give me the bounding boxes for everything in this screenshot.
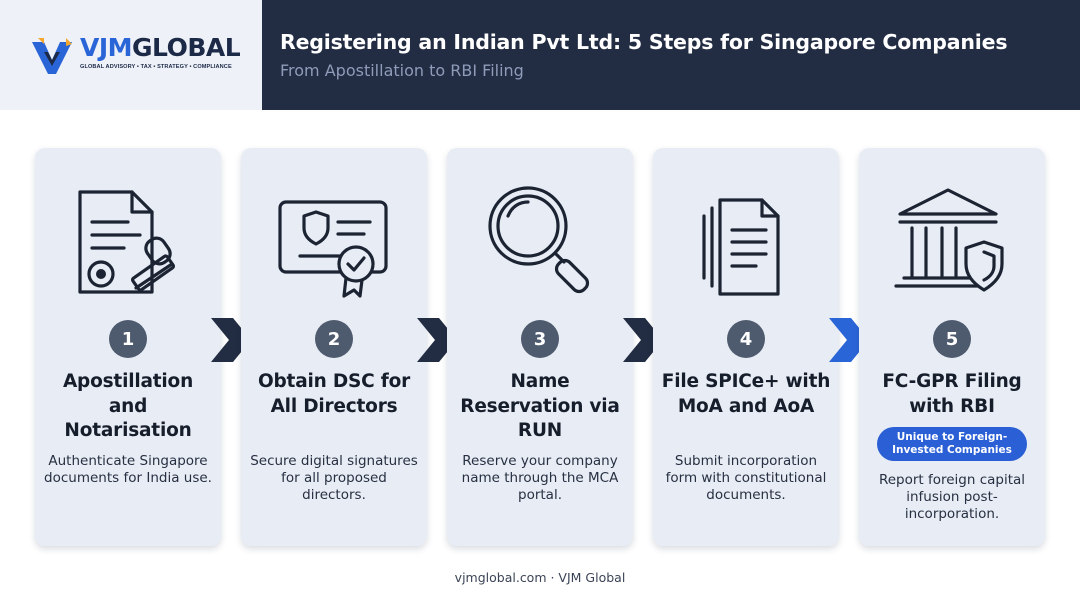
documents-icon [702, 198, 780, 296]
footer-credit: vjmglobal.com · VJM Global [454, 570, 626, 585]
step-description: Reserve your company name through the MC… [461, 453, 619, 503]
step-description: Report foreign capital infusion post-inc… [878, 472, 1026, 522]
step-title: Name Reservation via RUN [460, 371, 620, 441]
step-description: Submit incorporation form with constitut… [665, 453, 827, 503]
step-card-2: 2 Obtain DSC for All Directors Secure di… [241, 148, 427, 546]
title-panel: Registering an Indian Pvt Ltd: 5 Steps f… [262, 0, 1080, 110]
step-number-badge: 5 [933, 320, 971, 358]
vjm-logo-icon [32, 38, 72, 74]
logo-panel: VJMGLOBAL GLOBAL ADVISORY • TAX • STRATE… [0, 0, 262, 110]
page-title: Registering an Indian Pvt Ltd: 5 Steps f… [280, 30, 1008, 54]
certificate-badge-icon [278, 200, 388, 298]
logo-tagline: GLOBAL ADVISORY • TAX • STRATEGY • COMPL… [80, 64, 232, 70]
document-stamp-icon [78, 190, 176, 294]
step-number-badge: 2 [315, 320, 353, 358]
step-card-1: 1 Apostillation and Notarisation Authent… [35, 148, 221, 546]
step-description: Authenticate Singapore documents for Ind… [44, 453, 212, 486]
step-title: Apostillation and Notarisation [62, 371, 194, 441]
step-card-3: 3 Name Reservation via RUN Reserve your … [447, 148, 633, 546]
logo-name-part2: GLOBAL [132, 33, 241, 62]
magnifying-glass-icon [488, 186, 590, 294]
step-card-4: 4 File SPICe+ with MoA and AoA Submit in… [653, 148, 839, 546]
step-title: Obtain DSC for All Directors [257, 371, 411, 417]
step-description: Secure digital signatures for all propos… [250, 453, 418, 503]
foreign-invested-highlight-badge: Unique to Foreign-Invested Companies [877, 427, 1027, 461]
bank-shield-icon [894, 188, 1004, 292]
step-title: FC-GPR Filing with RBI [882, 371, 1022, 417]
step-number-badge: 1 [109, 320, 147, 358]
logo-name-part1: VJM [80, 33, 133, 62]
step-card-5: 5 FC-GPR Filing with RBI Unique to Forei… [859, 148, 1045, 546]
step-number-badge: 4 [727, 320, 765, 358]
page-subtitle: From Apostillation to RBI Filing [280, 61, 524, 80]
header: VJMGLOBAL GLOBAL ADVISORY • TAX • STRATE… [0, 0, 1080, 110]
step-number-badge: 3 [521, 320, 559, 358]
logo-wordmark: VJMGLOBAL [80, 33, 241, 62]
step-title: File SPICe+ with MoA and AoA [661, 371, 831, 417]
